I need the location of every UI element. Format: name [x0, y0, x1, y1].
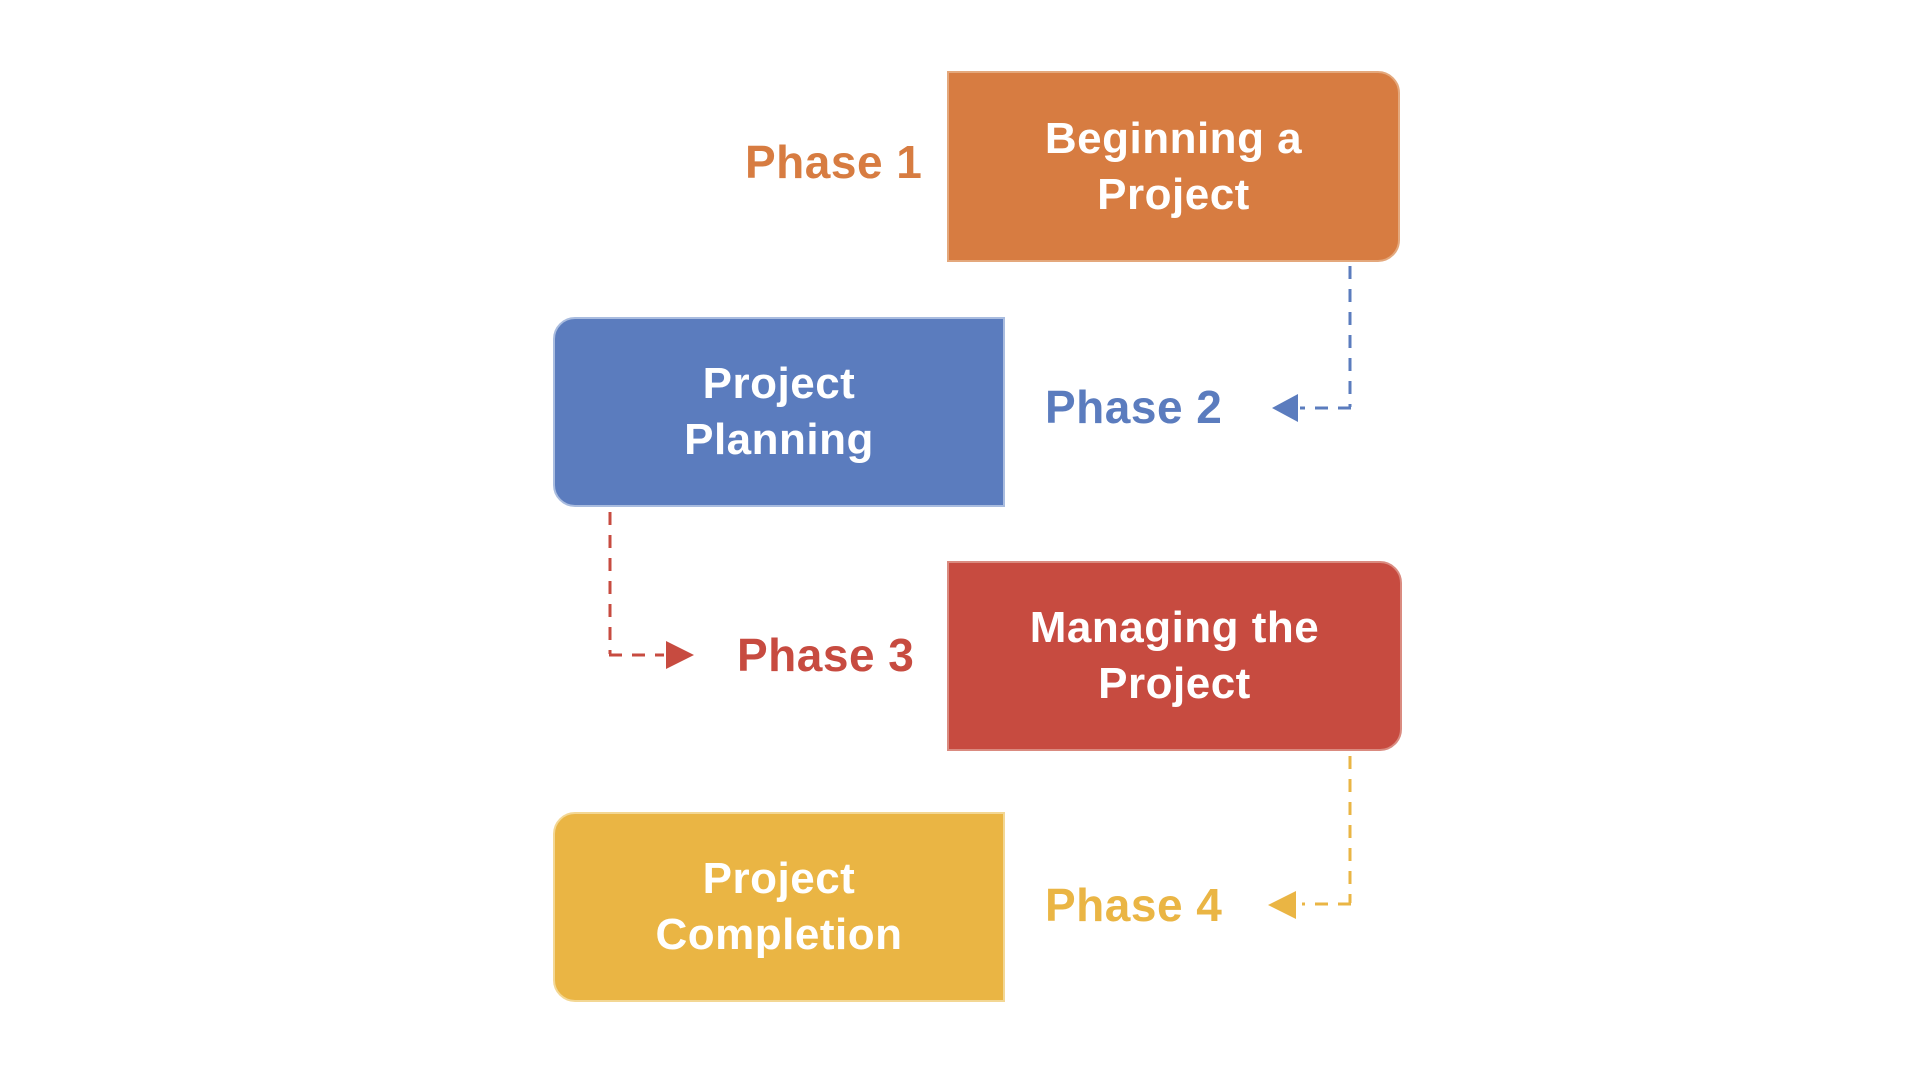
phase-2-box: Project Planning: [553, 317, 1005, 507]
arrowhead-left-icon: [1268, 891, 1296, 919]
phase-1-box-title-line1: Beginning a: [1044, 113, 1303, 163]
phase-4-box: Project Completion: [553, 812, 1005, 1002]
phase-4-box-title-line2: Completion: [655, 910, 903, 959]
phase-1-box-title-line2: Project: [1097, 169, 1250, 219]
phase-3-box-title-line2: Project: [1098, 659, 1251, 708]
arrowhead-right-icon: [666, 641, 694, 669]
phase-4-box-title-line1: Project: [702, 854, 856, 904]
arrowhead-left-icon: [1272, 394, 1298, 422]
phase-3-box-title-line1: Managing the: [1029, 603, 1320, 653]
phase-1-box: Beginning a Project: [947, 71, 1400, 262]
phase-2-label: Phase 2: [1045, 380, 1223, 433]
phase-2-box-title-line1: Project: [702, 359, 856, 409]
connector-phase2-to-phase3: [608, 512, 694, 669]
phase-2-box-title-line2: Planning: [684, 415, 874, 464]
phase-3-box: Managing the Project: [947, 561, 1402, 751]
connector-phase1-to-phase2: [1272, 266, 1352, 422]
connector-phase3-to-phase4: [1268, 756, 1352, 919]
phase-1-label: Phase 1: [745, 135, 923, 188]
phase-4-label: Phase 4: [1045, 878, 1223, 931]
phase-3-label: Phase 3: [737, 628, 915, 681]
